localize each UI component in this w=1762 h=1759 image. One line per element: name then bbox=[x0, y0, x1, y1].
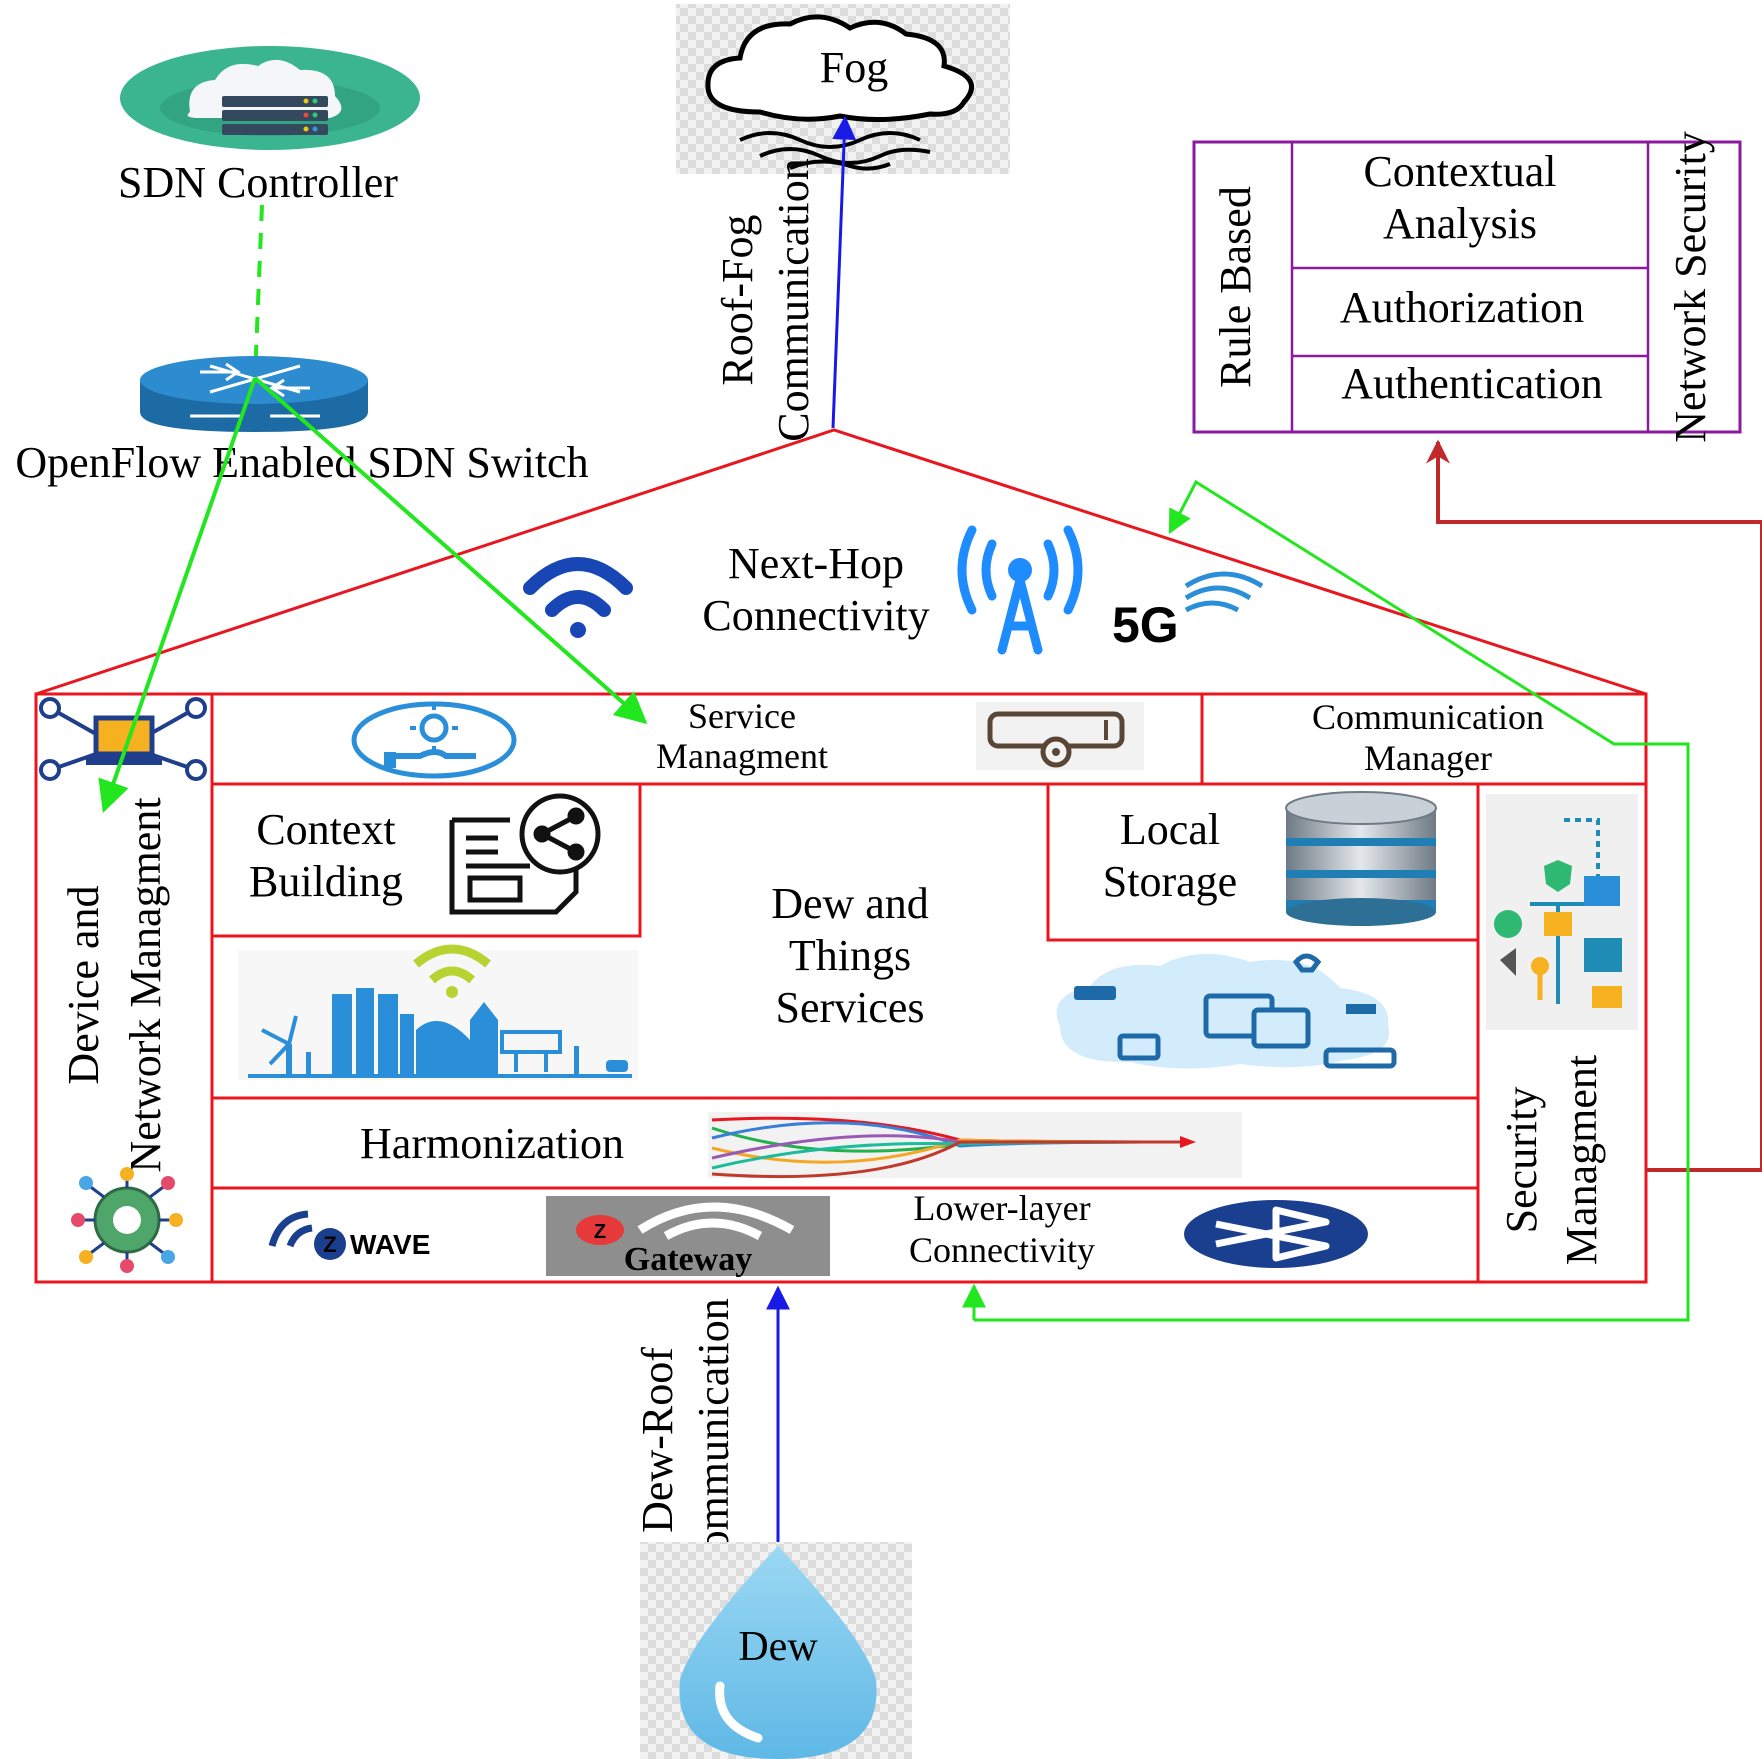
smart-city-icon bbox=[238, 944, 638, 1080]
dew-things-label-1: Dew and bbox=[771, 879, 929, 928]
service-management: Service Managment bbox=[351, 696, 1144, 779]
harmonization-label: Harmonization bbox=[360, 1119, 624, 1168]
lower-layer-label-1: Lower-layer bbox=[913, 1188, 1090, 1228]
authentication-label: Authentication bbox=[1341, 359, 1603, 408]
service-mgmt-label-1: Service bbox=[688, 696, 796, 736]
rule-based-label: Rule Based bbox=[1211, 186, 1260, 388]
5g-icon: 5G bbox=[1112, 571, 1264, 653]
switch-service-mgmt-link bbox=[253, 376, 648, 725]
cell-tower-icon bbox=[957, 525, 1083, 655]
harmonization: Harmonization bbox=[360, 1112, 1242, 1179]
document-share-icon bbox=[449, 793, 601, 915]
sdn-controller: SDN Controller bbox=[118, 46, 420, 207]
house-frame bbox=[34, 428, 1648, 1284]
service-mgmt-label-2: Managment bbox=[656, 736, 828, 776]
database-icon bbox=[1285, 791, 1437, 926]
context-building-label-1: Context bbox=[256, 805, 395, 854]
communication-manager: Communication Manager bbox=[1312, 697, 1544, 778]
iot-devices-cloud-icon bbox=[1056, 953, 1397, 1069]
controller-switch-link bbox=[253, 204, 264, 379]
roof-fog-label-2: Communication bbox=[769, 158, 818, 442]
zigbee-gateway-icon: Z Gateway bbox=[546, 1196, 830, 1278]
dew-node: Dew bbox=[640, 1542, 912, 1759]
next-hop-label-1: Next-Hop bbox=[728, 539, 904, 588]
laptop-network-icon bbox=[39, 697, 207, 781]
network-gear-icon bbox=[71, 1167, 183, 1273]
security-mgmt-label-2: Managment bbox=[1557, 1055, 1606, 1265]
cloud-icon bbox=[705, 14, 975, 171]
svg-text:Z: Z bbox=[323, 1232, 336, 1257]
authorization-label: Authorization bbox=[1340, 283, 1584, 332]
next-hop-label-2: Connectivity bbox=[702, 591, 929, 640]
signal-merge-icon bbox=[708, 1112, 1242, 1179]
cloud-server-icon bbox=[120, 46, 420, 150]
sdn-switch-label: OpenFlow Enabled SDN Switch bbox=[15, 438, 588, 487]
lower-layer-connectivity: Z WAVE Z Gateway Lower-layer Connectivit… bbox=[268, 1188, 1368, 1278]
contextual-analysis-label-1: Contextual bbox=[1363, 147, 1556, 196]
context-building-label-2: Building bbox=[249, 857, 403, 906]
svg-text:5G: 5G bbox=[1112, 597, 1179, 653]
local-storage-label-1: Local bbox=[1120, 805, 1220, 854]
service-hand-gear-icon bbox=[351, 701, 517, 779]
security-network-icon bbox=[1486, 794, 1638, 1030]
dew-roof-label-1: Dew-Roof bbox=[633, 1347, 682, 1533]
network-security-box: Rule Based Network Security Contextual A… bbox=[1192, 131, 1742, 443]
security-escalation-link bbox=[1426, 439, 1762, 1172]
security-mgmt-label-1: Security bbox=[1497, 1087, 1546, 1234]
zwave-text: WAVE bbox=[350, 1229, 430, 1260]
device-mgmt-label-1: Device and bbox=[59, 885, 108, 1084]
roof-fog-link bbox=[831, 115, 857, 429]
fog-label: Fog bbox=[820, 43, 888, 92]
lower-layer-label-2: Connectivity bbox=[909, 1230, 1095, 1270]
contextual-analysis-label-2: Analysis bbox=[1383, 199, 1537, 248]
fog-node: Fog bbox=[676, 4, 1010, 174]
dew-things-label-3: Services bbox=[775, 983, 924, 1032]
roof-feedback-link bbox=[974, 479, 1690, 1322]
local-storage-label-2: Storage bbox=[1103, 857, 1237, 906]
context-building: Context Building bbox=[249, 793, 601, 915]
comm-manager-label-2: Manager bbox=[1364, 738, 1492, 778]
roof-fog-label-1: Roof-Fog bbox=[713, 214, 762, 385]
svg-text:Z: Z bbox=[594, 1221, 606, 1243]
dew-things-label-2: Things bbox=[789, 931, 911, 980]
device-mgmt-label-2: Network Managment bbox=[121, 797, 170, 1172]
bluetooth-icon bbox=[1184, 1200, 1368, 1268]
local-storage: Local Storage bbox=[1103, 791, 1437, 926]
wifi-icon bbox=[523, 557, 633, 638]
dew-label: Dew bbox=[738, 1624, 818, 1670]
device-network-management: Device and Network Managment bbox=[39, 697, 207, 1273]
dew-things-services: Dew and Things Services bbox=[238, 879, 1397, 1080]
comm-manager-label-1: Communication bbox=[1312, 697, 1544, 737]
switch-device-mgmt-link bbox=[98, 377, 257, 814]
dew-roof-label-2: Communication bbox=[689, 1298, 738, 1582]
zwave-icon: Z WAVE bbox=[268, 1210, 430, 1260]
router-icon bbox=[140, 356, 368, 432]
water-drop-icon bbox=[679, 1546, 877, 1759]
network-security-label: Network Security bbox=[1666, 131, 1715, 443]
gateway-text: Gateway bbox=[624, 1241, 752, 1278]
device-settings-icon bbox=[976, 702, 1144, 770]
sdn-controller-label: SDN Controller bbox=[118, 158, 398, 207]
next-hop-connectivity: Next-Hop Connectivity 5G bbox=[523, 525, 1264, 655]
security-management: Security Managment bbox=[1486, 794, 1638, 1265]
